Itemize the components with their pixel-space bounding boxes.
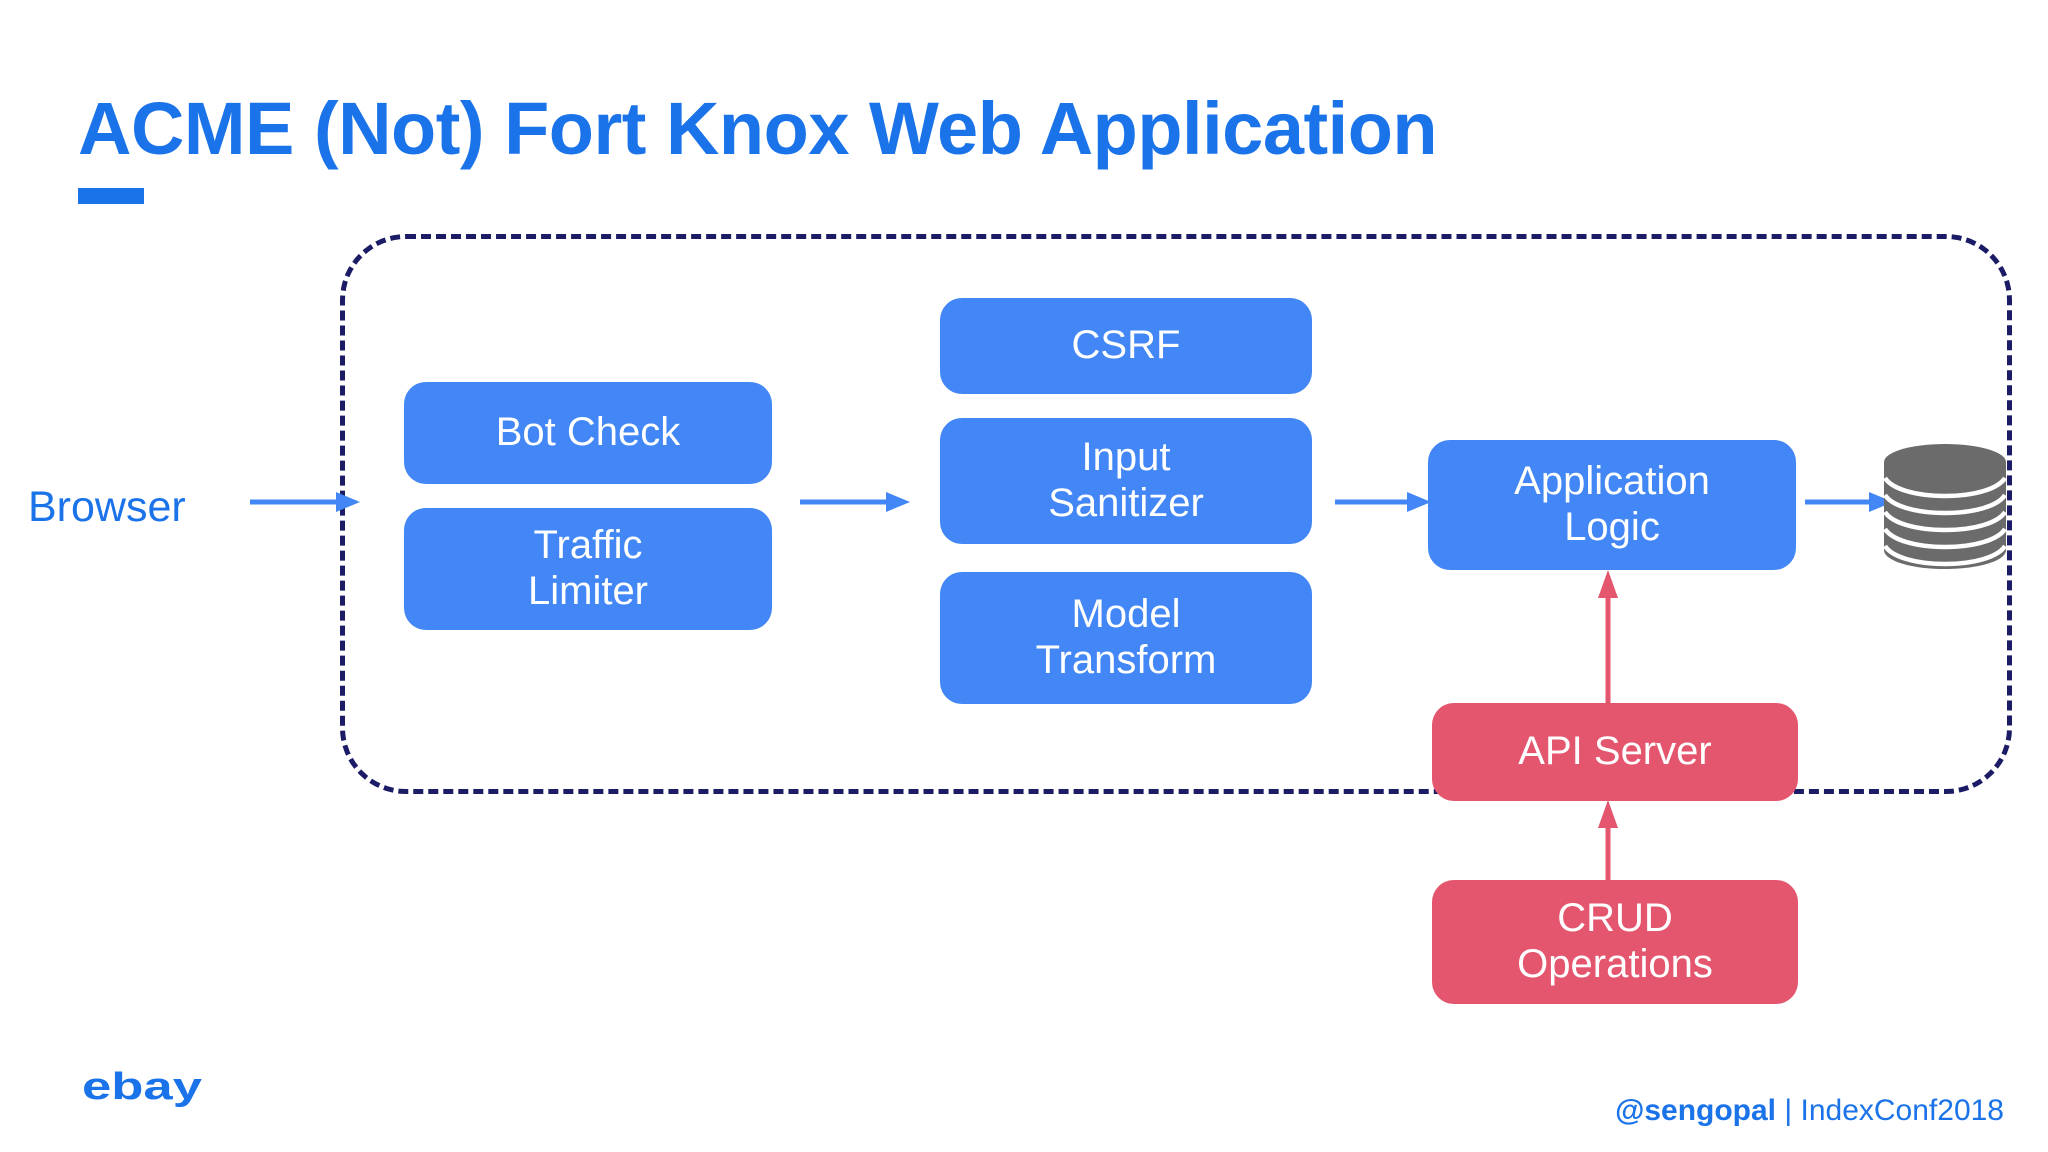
node-csrf-label: CSRF: [1071, 323, 1181, 368]
node-bot-check-label: Bot Check: [495, 410, 681, 455]
arrow-col2-to-application-logic-icon: [1335, 492, 1431, 512]
node-model-transform[interactable]: Model Transform: [940, 572, 1312, 704]
database-cylinder-icon: [1883, 444, 2007, 569]
ebay-logo-icon: ebay: [82, 1065, 202, 1108]
node-api-server-label: API Server: [1518, 729, 1712, 774]
node-traffic-limiter-label: Traffic Limiter: [527, 523, 649, 613]
arrow-browser-to-boundary-icon: [250, 492, 360, 512]
node-csrf[interactable]: CSRF: [940, 298, 1312, 394]
arrow-crud-operations-to-api-server-icon: [1598, 800, 1618, 882]
title-block: ACME (Not) Fort Knox Web Application: [78, 87, 1778, 204]
node-traffic-limiter[interactable]: Traffic Limiter: [404, 508, 772, 630]
arrow-api-server-to-application-logic-icon: [1598, 570, 1618, 704]
node-api-server[interactable]: API Server: [1432, 703, 1798, 801]
arrow-col1-to-col2-icon: [800, 492, 910, 512]
node-model-transform-label: Model Transform: [1035, 592, 1217, 682]
node-application-logic[interactable]: Application Logic: [1428, 440, 1796, 570]
arrow-application-logic-to-database-icon: [1805, 492, 1893, 512]
title-accent-bar: [78, 188, 144, 204]
node-input-sanitizer-label: Input Sanitizer: [1048, 435, 1204, 525]
node-crud-operations-label: CRUD Operations: [1517, 896, 1713, 986]
footer-conference: IndexConf2018: [1800, 1094, 2005, 1127]
footer-separator: |: [1776, 1094, 1801, 1127]
node-application-logic-label: Application Logic: [1514, 459, 1710, 549]
node-crud-operations[interactable]: CRUD Operations: [1432, 880, 1798, 1004]
browser-label: Browser: [28, 483, 186, 531]
svg-text:ebay: ebay: [82, 1065, 202, 1108]
page-title: ACME (Not) Fort Knox Web Application: [78, 87, 1438, 170]
node-input-sanitizer[interactable]: Input Sanitizer: [940, 418, 1312, 544]
trust-boundary-container: [340, 234, 2012, 794]
node-bot-check[interactable]: Bot Check: [404, 382, 772, 484]
footer-credit: @sengopal | IndexConf2018: [1615, 1094, 2004, 1128]
footer-handle: @sengopal: [1615, 1094, 1777, 1127]
